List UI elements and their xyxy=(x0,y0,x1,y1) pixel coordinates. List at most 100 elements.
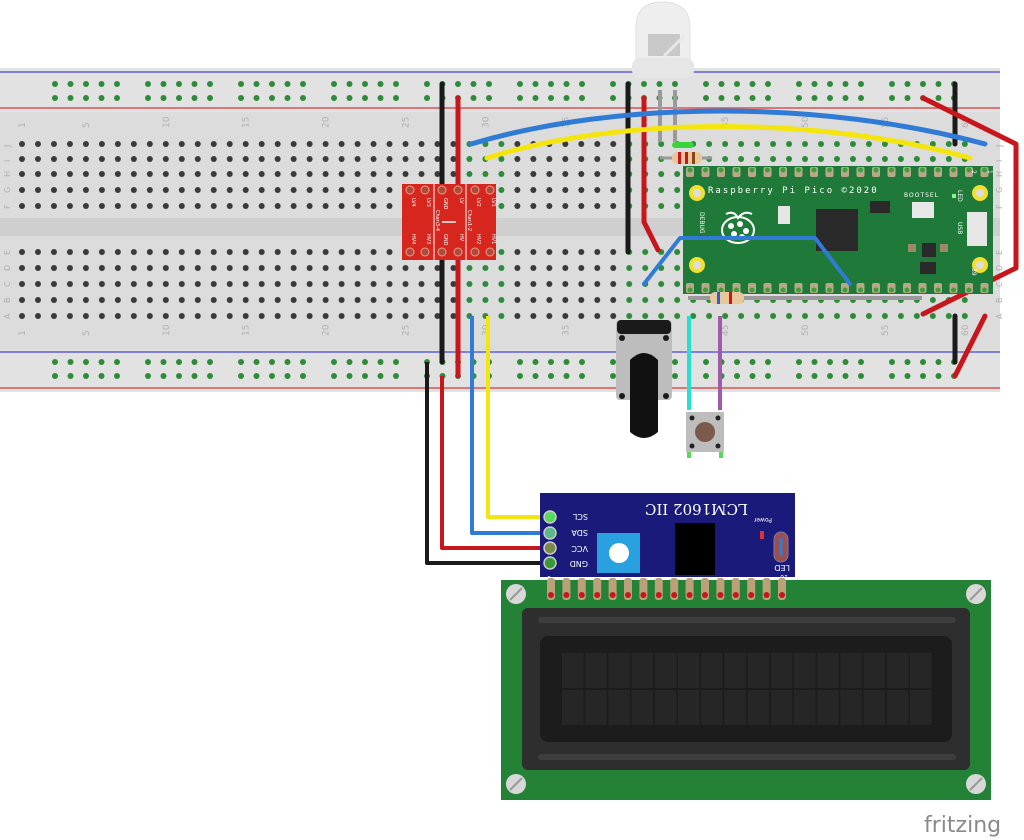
rail-hole[interactable] xyxy=(52,359,58,365)
breadboard-hole[interactable] xyxy=(514,171,521,177)
breadboard-hole[interactable] xyxy=(418,171,425,177)
breadboard-hole[interactable] xyxy=(98,249,105,255)
breadboard-hole[interactable] xyxy=(242,281,249,287)
breadboard-hole[interactable] xyxy=(162,297,169,303)
breadboard-hole[interactable] xyxy=(642,249,649,255)
breadboard-hole[interactable] xyxy=(530,281,537,287)
breadboard-hole[interactable] xyxy=(690,313,697,319)
breadboard-hole[interactable] xyxy=(306,171,313,177)
breadboard-hole[interactable] xyxy=(258,297,265,303)
breadboard-hole[interactable] xyxy=(66,171,73,177)
breadboard-hole[interactable] xyxy=(322,313,329,319)
rail-hole[interactable] xyxy=(811,373,818,379)
rail-hole[interactable] xyxy=(920,373,926,379)
breadboard-hole[interactable] xyxy=(865,313,872,319)
breadboard-hole[interactable] xyxy=(802,141,809,147)
breadboard-hole[interactable] xyxy=(786,141,793,147)
breadboard-hole[interactable] xyxy=(82,265,89,271)
rail-hole[interactable] xyxy=(610,373,616,379)
rail-hole[interactable] xyxy=(858,373,864,379)
breadboard-hole[interactable] xyxy=(738,156,745,162)
breadboard-hole[interactable] xyxy=(897,313,904,319)
rail-hole[interactable] xyxy=(191,359,198,365)
rail-hole[interactable] xyxy=(98,95,105,101)
breadboard-hole[interactable] xyxy=(354,313,361,319)
rail-hole[interactable] xyxy=(160,81,167,87)
breadboard-hole[interactable] xyxy=(658,281,665,287)
breadboard-hole[interactable] xyxy=(306,141,313,147)
rail-hole[interactable] xyxy=(52,95,58,101)
breadboard-hole[interactable] xyxy=(34,281,41,287)
breadboard-hole[interactable] xyxy=(130,156,137,162)
breadboard-hole[interactable] xyxy=(642,265,649,271)
rail-hole[interactable] xyxy=(548,373,554,379)
breadboard-hole[interactable] xyxy=(274,187,281,193)
breadboard-hole[interactable] xyxy=(50,187,57,193)
breadboard-hole[interactable] xyxy=(194,265,201,271)
rail-hole[interactable] xyxy=(935,373,942,379)
breadboard-hole[interactable] xyxy=(114,281,121,287)
rail-hole[interactable] xyxy=(904,373,911,379)
rail-hole[interactable] xyxy=(749,359,756,365)
breadboard-hole[interactable] xyxy=(546,297,553,303)
breadboard-hole[interactable] xyxy=(945,141,952,147)
breadboard-hole[interactable] xyxy=(658,203,665,209)
breadboard-hole[interactable] xyxy=(162,249,169,255)
breadboard-hole[interactable] xyxy=(865,156,872,162)
breadboard-hole[interactable] xyxy=(498,281,505,287)
rail-hole[interactable] xyxy=(517,95,523,101)
rail-hole[interactable] xyxy=(532,373,539,379)
breadboard-hole[interactable] xyxy=(50,297,57,303)
breadboard-hole[interactable] xyxy=(258,265,265,271)
breadboard-hole[interactable] xyxy=(610,171,617,177)
breadboard-hole[interactable] xyxy=(19,171,25,177)
breadboard-hole[interactable] xyxy=(258,313,265,319)
breadboard-hole[interactable] xyxy=(162,281,169,287)
breadboard-hole[interactable] xyxy=(562,281,569,287)
rail-hole[interactable] xyxy=(734,373,740,379)
breadboard-hole[interactable] xyxy=(546,313,553,319)
rail-hole[interactable] xyxy=(362,81,368,87)
breadboard-hole[interactable] xyxy=(450,313,457,319)
breadboard-hole[interactable] xyxy=(258,156,265,162)
rail-hole[interactable] xyxy=(858,359,864,365)
breadboard-hole[interactable] xyxy=(498,156,505,162)
rail-hole[interactable] xyxy=(176,95,182,101)
breadboard-hole[interactable] xyxy=(402,281,409,287)
breadboard-hole[interactable] xyxy=(34,141,41,147)
breadboard-hole[interactable] xyxy=(546,156,553,162)
wire-pot-to-adc[interactable] xyxy=(642,236,852,286)
breadboard-hole[interactable] xyxy=(338,297,345,303)
breadboard-hole[interactable] xyxy=(130,187,137,193)
breadboard-hole[interactable] xyxy=(210,265,217,271)
breadboard-hole[interactable] xyxy=(370,297,377,303)
breadboard-hole[interactable] xyxy=(354,281,361,287)
breadboard-hole[interactable] xyxy=(626,281,633,287)
breadboard-hole[interactable] xyxy=(98,203,105,209)
rail-hole[interactable] xyxy=(160,95,167,101)
breadboard-hole[interactable] xyxy=(322,187,329,193)
breadboard-hole[interactable] xyxy=(290,297,297,303)
rail-hole[interactable] xyxy=(377,95,384,101)
rail-hole[interactable] xyxy=(935,359,942,365)
breadboard-hole[interactable] xyxy=(146,203,153,209)
breadboard-hole[interactable] xyxy=(578,313,585,319)
breadboard-hole[interactable] xyxy=(514,249,521,255)
breadboard-hole[interactable] xyxy=(594,187,601,193)
breadboard-hole[interactable] xyxy=(466,297,473,303)
rail-hole[interactable] xyxy=(114,81,120,87)
breadboard-hole[interactable] xyxy=(226,281,233,287)
breadboard-hole[interactable] xyxy=(258,141,265,147)
breadboard-hole[interactable] xyxy=(306,265,313,271)
breadboard-hole[interactable] xyxy=(802,156,809,162)
breadboard-hole[interactable] xyxy=(722,313,729,319)
breadboard-hole[interactable] xyxy=(674,313,681,319)
breadboard-hole[interactable] xyxy=(929,156,936,162)
breadboard-hole[interactable] xyxy=(226,249,233,255)
rail-hole[interactable] xyxy=(796,95,802,101)
rail-hole[interactable] xyxy=(238,359,244,365)
breadboard-hole[interactable] xyxy=(578,187,585,193)
breadboard-hole[interactable] xyxy=(514,203,521,209)
button-cap[interactable] xyxy=(695,422,715,442)
breadboard-hole[interactable] xyxy=(98,265,105,271)
